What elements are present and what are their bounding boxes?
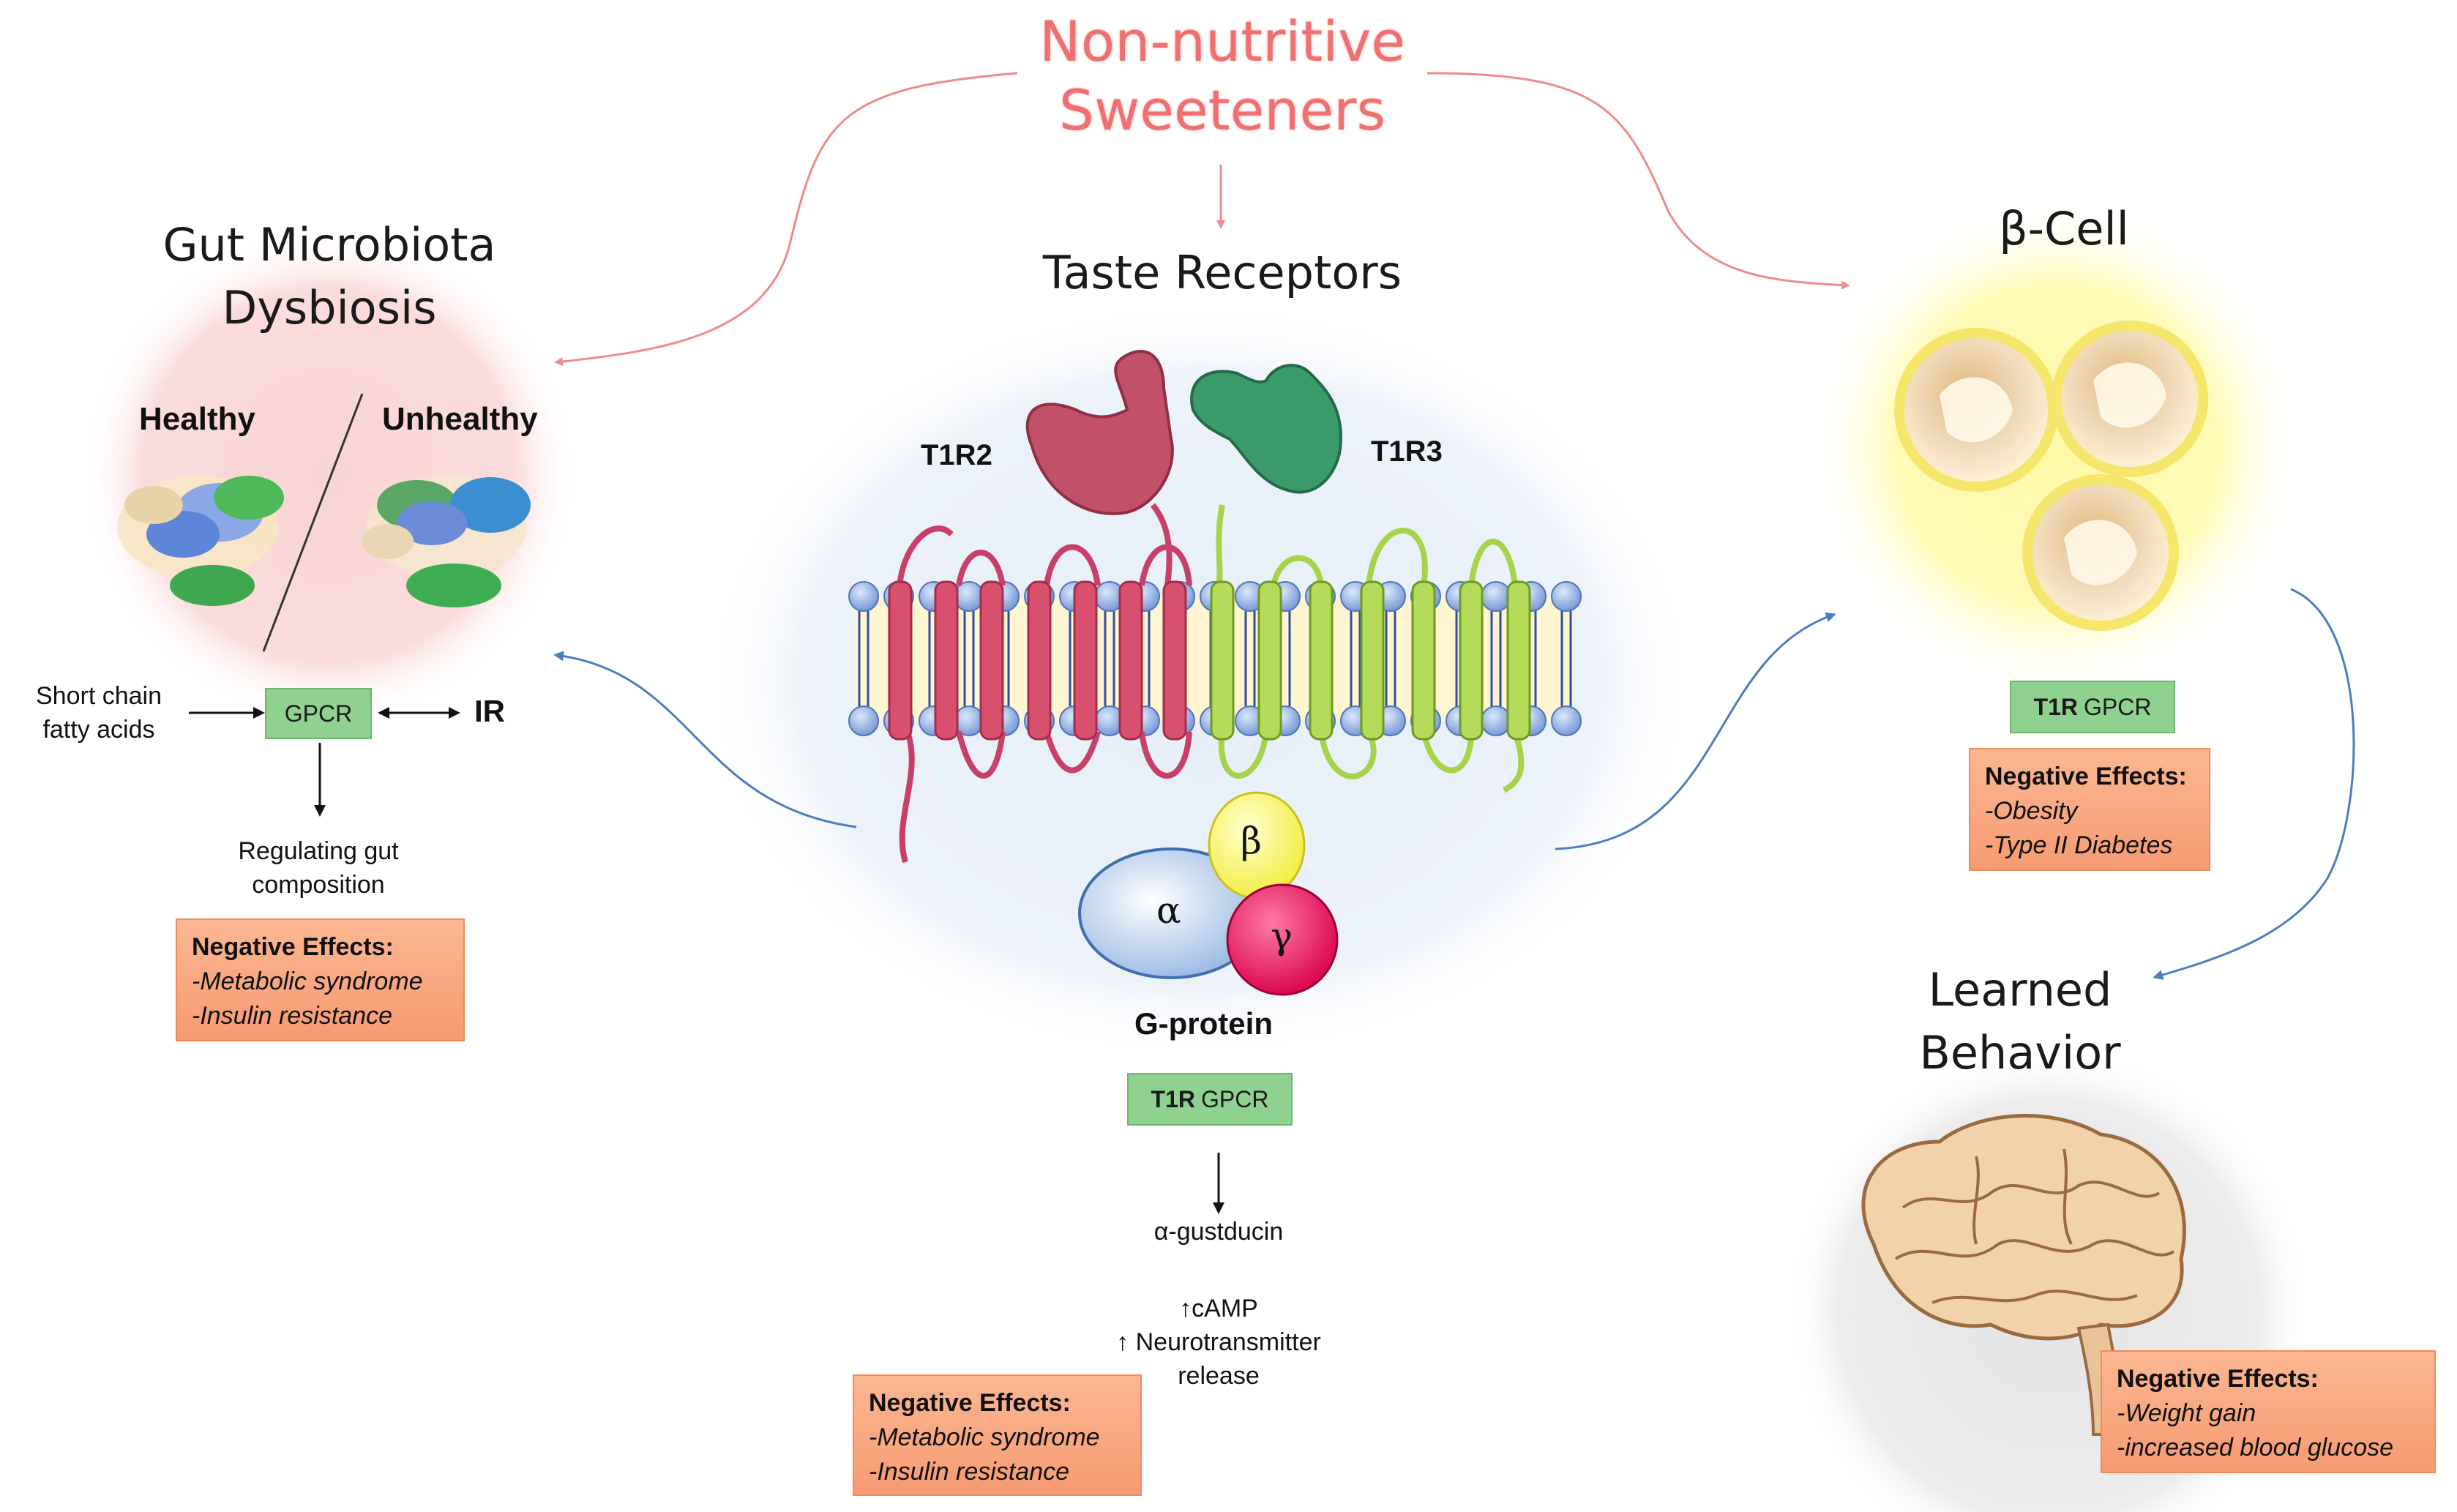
scfa-line2: fatty acids: [42, 716, 155, 744]
gut-negative-heading: Negative Effects:: [192, 933, 394, 961]
gut-title: Gut Microbiota Dysbiosis: [110, 214, 549, 340]
taste-title: Taste Receptors: [1042, 246, 1402, 299]
beta-negative-effects: Negative Effects: -Obesity -Type II Diab…: [1969, 748, 2210, 871]
healthy-label: Healthy: [139, 401, 255, 437]
taste-negative-item: -Insulin resistance: [869, 1458, 1070, 1486]
healthy-microbiota-icon: [117, 476, 284, 606]
lipid-head: [1481, 581, 1511, 612]
scfa-label: Short chain fatty acids: [22, 679, 176, 746]
gut-title-line2: Dysbiosis: [222, 281, 437, 334]
beta-box-bold: T1R: [2033, 693, 2078, 720]
taste-negative-heading: Negative Effects:: [869, 1389, 1071, 1417]
downstream-effects: ↑cAMP ↑ Neurotransmitter release: [1061, 1292, 1376, 1393]
beta-label: β: [1241, 820, 1262, 862]
lipid-tail: [1104, 611, 1115, 706]
sweeteners-title-line2: Sweeteners: [1058, 78, 1386, 143]
learned-negative-heading: Negative Effects:: [2117, 1365, 2319, 1393]
learned-negative-item: -Weight gain: [2117, 1399, 2256, 1427]
taste-negative-effects: Negative Effects: -Metabolic syndrome -I…: [853, 1374, 1142, 1496]
regulating-line2: composition: [252, 871, 385, 899]
t1r2-extracellular-domain: [1025, 350, 1174, 515]
gut-gpcr-label: GPCR: [284, 700, 353, 727]
gamma-label: γ: [1271, 915, 1293, 957]
unhealthy-microbiota-icon: [362, 476, 531, 607]
lipid-tail: [1350, 611, 1361, 706]
beta-negative-heading: Negative Effects:: [1985, 763, 2187, 790]
regulating-line1: Regulating gut: [238, 837, 399, 865]
beta-negative-item: -Obesity: [1985, 797, 2078, 825]
alpha-label: α: [1156, 889, 1181, 932]
scfa-line1: Short chain: [36, 682, 162, 710]
lipid-tail: [963, 611, 975, 706]
regulating-label: Regulating gut composition: [198, 834, 439, 902]
unhealthy-label: Unhealthy: [382, 401, 538, 437]
beta-cells-icon: [1894, 321, 2208, 631]
arrow-beta-to-learned: [2153, 588, 2355, 980]
gut-negative-effects: Negative Effects: -Metabolic syndrome -I…: [176, 918, 465, 1041]
learned-negative-effects: Negative Effects: -Weight gain -increase…: [2101, 1350, 2436, 1473]
lipid-head: [1481, 706, 1511, 736]
taste-negative-item: -Metabolic syndrome: [869, 1423, 1100, 1451]
neurotransmitter-line2: release: [1178, 1362, 1260, 1390]
learned-behavior-title: Learned Behavior: [1830, 959, 2210, 1085]
beta-cell-background: [1808, 198, 2305, 695]
lipid-tail: [1244, 611, 1256, 706]
taste-box-bold: T1R: [1151, 1085, 1195, 1112]
lipid-head: [1551, 706, 1582, 736]
arrow-taste-to-gut: [553, 651, 857, 828]
sweeteners-title: Non-nutritive Sweeteners: [1003, 7, 1442, 145]
arrow-taste-to-beta: [1555, 612, 1836, 850]
beta-box-text: GPCR: [2084, 693, 2152, 720]
t1r3-extracellular-domain: [1190, 364, 1342, 494]
beta-cell-title: β-Cell: [1999, 202, 2129, 255]
healthy-unhealthy-divider: [262, 393, 364, 652]
learned-title-line2: Behavior: [1919, 1026, 2121, 1079]
gut-negative-item: -Metabolic syndrome: [192, 968, 423, 995]
t1r2-label: T1R2: [921, 439, 992, 471]
t1r3-label: T1R3: [1371, 435, 1443, 468]
taste-t1r-gpcr-box: T1R GPCR: [1127, 1073, 1293, 1126]
lipid-head: [848, 581, 879, 612]
lipid-head: [1551, 581, 1582, 612]
lipid-tail: [1490, 611, 1502, 706]
gustducin-label: α-gustducin: [1153, 1218, 1284, 1246]
lipid-head: [848, 706, 879, 736]
learned-negative-item: -increased blood glucose: [2117, 1434, 2394, 1462]
taste-box-text: GPCR: [1201, 1085, 1269, 1112]
t1r2-helices: [888, 580, 1187, 741]
lipid-tail: [1560, 611, 1572, 706]
arrow-to-gut: [554, 72, 1018, 367]
lipid-head: [954, 581, 984, 612]
sweeteners-title-line1: Non-nutritive: [1039, 9, 1406, 74]
lipid-tail: [858, 611, 870, 706]
beta-t1r-gpcr-box: T1R GPCR: [2010, 681, 2175, 733]
learned-title-line1: Learned: [1928, 963, 2112, 1017]
gut-negative-item: -Insulin resistance: [192, 1002, 393, 1030]
ir-label: IR: [474, 694, 505, 728]
g-protein-label: G-protein: [1134, 1006, 1273, 1041]
t1r3-helices: [1210, 580, 1531, 741]
lipid-tail: [1385, 611, 1396, 706]
neurotransmitter-line1: ↑ Neurotransmitter: [1116, 1328, 1321, 1356]
camp-label: ↑cAMP: [1179, 1295, 1258, 1322]
gut-gpcr-box: GPCR: [265, 688, 372, 739]
gut-title-line1: Gut Microbiota: [162, 218, 496, 272]
beta-negative-item: -Type II Diabetes: [1985, 831, 2173, 859]
lipid-head: [954, 706, 984, 736]
g-gamma-subunit: [1226, 883, 1339, 996]
arrow-to-beta-cell: [1426, 72, 1850, 290]
